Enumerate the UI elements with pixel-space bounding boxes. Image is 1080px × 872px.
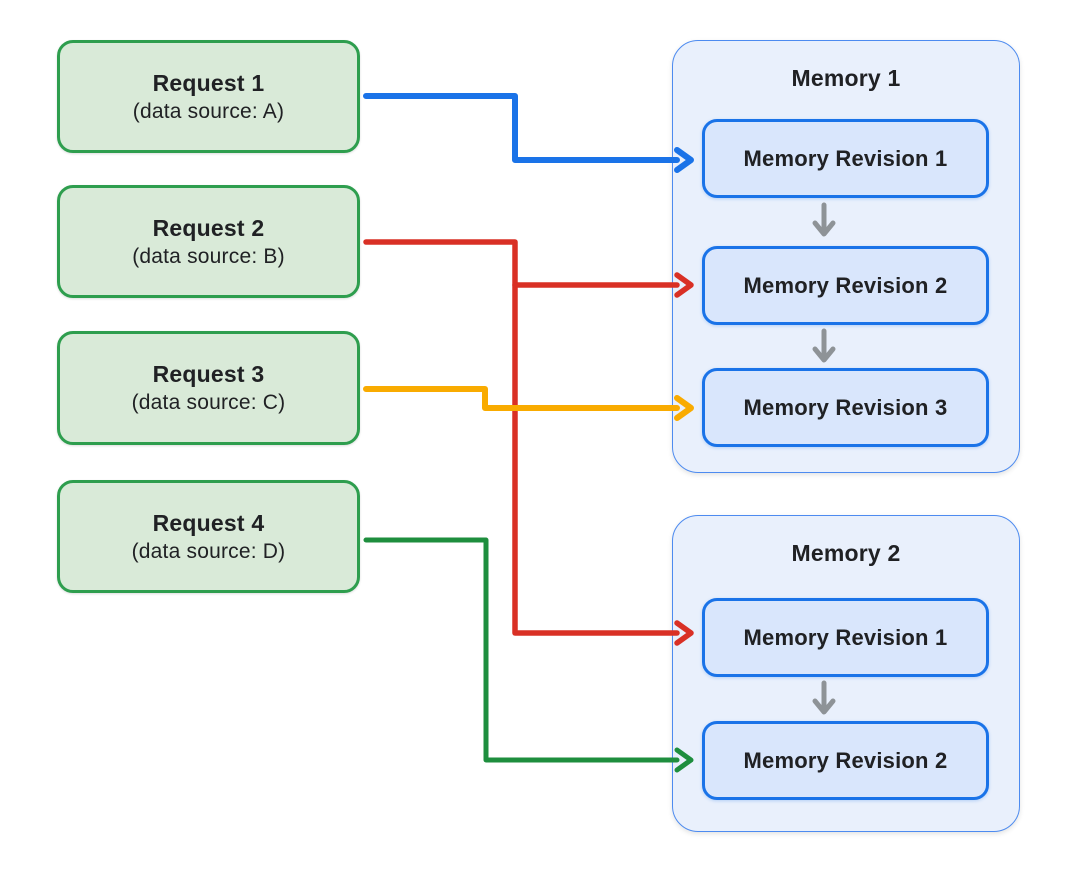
memory-1-container: Memory 1 Memory Revision 1 Memory Revisi… bbox=[672, 40, 1020, 473]
connector-request3-orange bbox=[363, 386, 694, 421]
request-2-card: Request 2 (data source: B) bbox=[57, 185, 360, 298]
request-2-title: Request 2 bbox=[152, 214, 265, 241]
request-3-card: Request 3 (data source: C) bbox=[57, 331, 360, 445]
connector-request4-green bbox=[363, 537, 694, 773]
request-4-subtitle: (data source: D) bbox=[131, 539, 286, 563]
memory-2-revision-1-box: Memory Revision 1 bbox=[702, 598, 989, 677]
memory-1-revision-1-box: Memory Revision 1 bbox=[702, 119, 989, 198]
down-arrow-icon bbox=[812, 328, 836, 363]
connector-request1-blue bbox=[363, 93, 694, 173]
memory-1-revision-3-box: Memory Revision 3 bbox=[702, 368, 989, 447]
memory-2-container: Memory 2 Memory Revision 1 Memory Revisi… bbox=[672, 515, 1020, 832]
memory-2-title: Memory 2 bbox=[791, 540, 901, 566]
request-1-subtitle: (data source: A) bbox=[132, 99, 285, 123]
request-3-subtitle: (data source: C) bbox=[131, 391, 286, 414]
memory-2-revision-2-box: Memory Revision 2 bbox=[702, 721, 989, 800]
down-arrow-icon bbox=[812, 202, 836, 237]
request-2-subtitle: (data source: B) bbox=[132, 244, 285, 268]
request-1-card: Request 1 (data source: A) bbox=[57, 40, 360, 153]
request-1-title: Request 1 bbox=[152, 69, 265, 96]
request-4-card: Request 4 (data source: D) bbox=[57, 480, 360, 593]
down-arrow-icon bbox=[812, 680, 836, 715]
request-4-title: Request 4 bbox=[152, 509, 265, 536]
memory-1-revision-2-box: Memory Revision 2 bbox=[702, 246, 989, 325]
connector-request2-red bbox=[363, 239, 694, 646]
memory-1-title: Memory 1 bbox=[791, 65, 901, 91]
request-3-title: Request 3 bbox=[152, 361, 265, 387]
